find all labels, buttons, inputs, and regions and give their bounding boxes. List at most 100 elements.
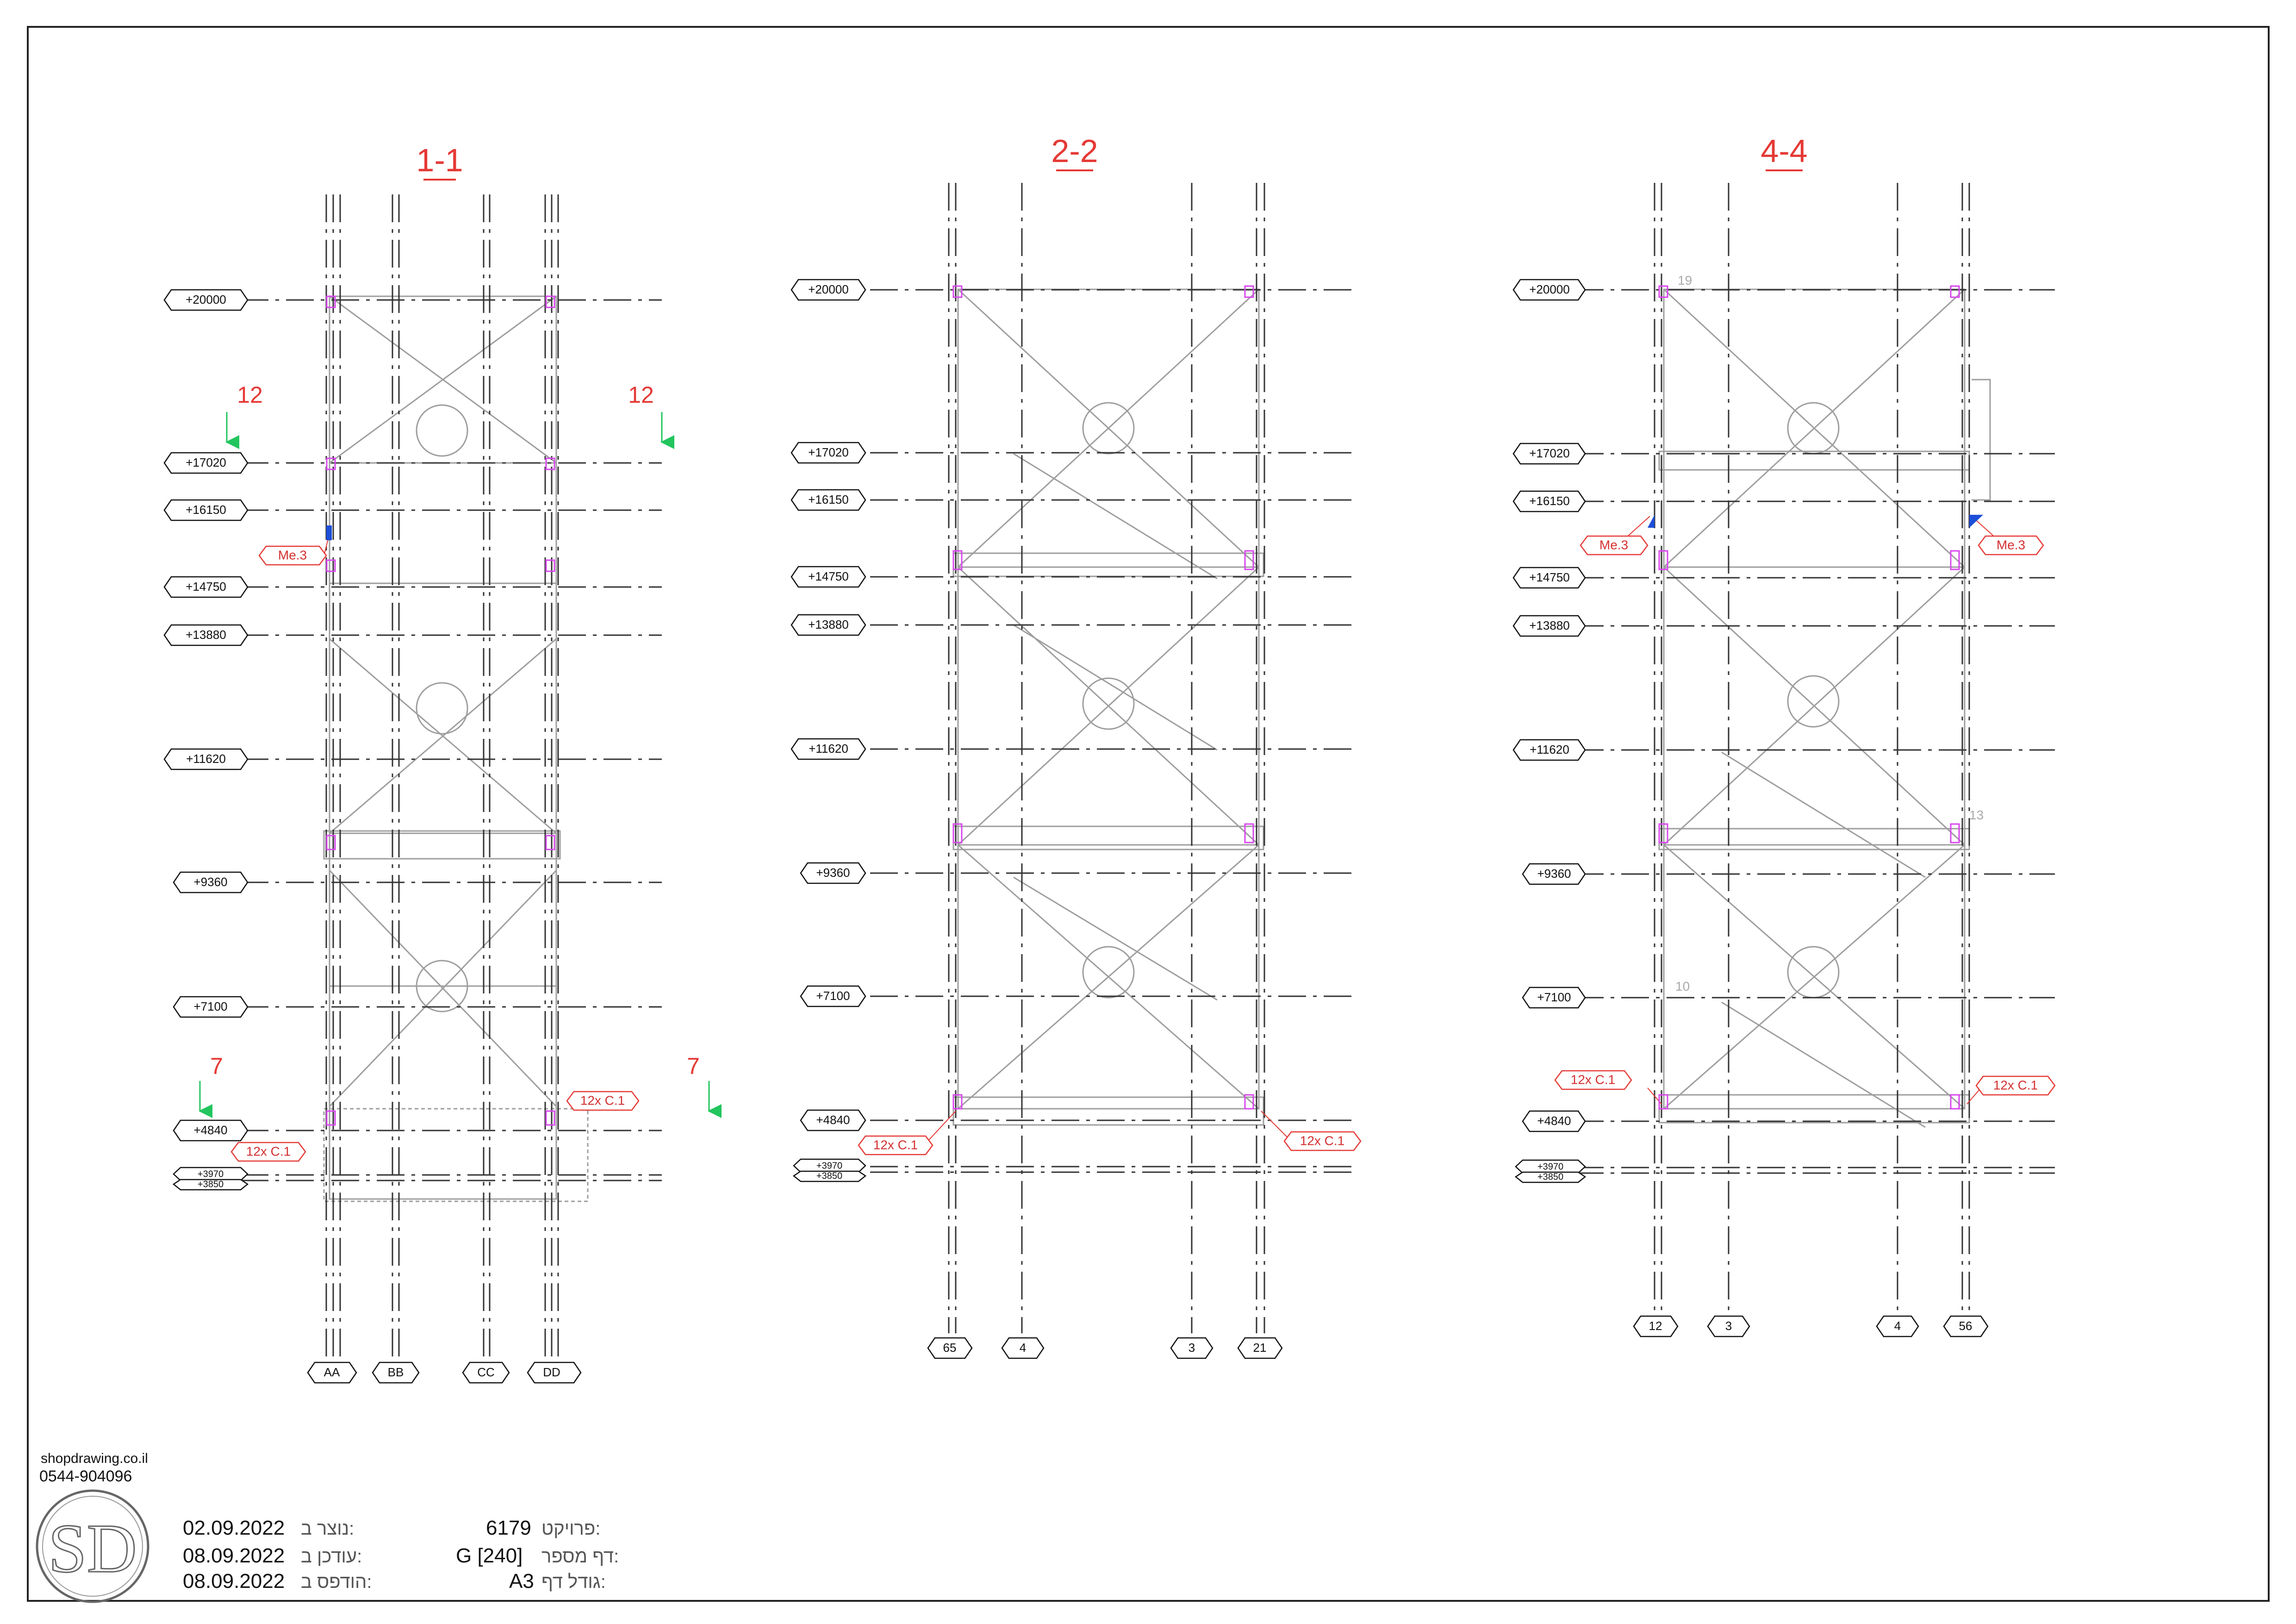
section-mark-12: 12 <box>628 382 674 449</box>
callout-c1-left: 12x C.1 <box>858 1111 956 1156</box>
section-mark-7: 7 <box>199 1053 223 1118</box>
section-1-1: 1-1 <box>163 142 722 1384</box>
grid-tag: AA <box>307 1362 357 1384</box>
section-title: 1-1 <box>416 142 463 178</box>
svg-text:+9360: +9360 <box>816 866 850 880</box>
callout-c1-right: 12x C.1 <box>1261 1111 1362 1151</box>
svg-text:12: 12 <box>237 382 263 408</box>
level-tag: +17020 <box>1512 443 1586 465</box>
svg-text:פרויקט:: פרויקט: <box>541 1518 600 1539</box>
svg-text:10: 10 <box>1675 979 1690 993</box>
svg-text:56: 56 <box>1959 1319 1972 1333</box>
grid-tag: 12 <box>1633 1315 1679 1337</box>
level-tag: +3970 <box>1515 1159 1586 1174</box>
svg-text:+7100: +7100 <box>1537 990 1571 1004</box>
svg-text:+7100: +7100 <box>816 989 850 1003</box>
level-tag: +16150 <box>790 489 866 511</box>
svg-text:+3850: +3850 <box>198 1179 224 1189</box>
level-tag: +11620 <box>1512 739 1586 761</box>
bolt-markers-4-4 <box>1658 285 1960 1110</box>
callout-c1-right: 12x C.1 <box>566 1091 640 1111</box>
grid-tags-2-2: 65 4 3 21 <box>927 1337 1283 1359</box>
svg-text:G [240]: G [240] <box>456 1544 523 1567</box>
section-mark-7: 7 <box>687 1053 722 1118</box>
section-title: 4-4 <box>1761 133 1807 169</box>
svg-text:+11620: +11620 <box>186 752 226 766</box>
level-lines-4-4 <box>1576 289 2055 1174</box>
grid-tag: DD <box>527 1362 582 1384</box>
svg-text:+20000: +20000 <box>808 282 848 296</box>
level-tag: +7100 <box>800 985 866 1007</box>
svg-text:+9360: +9360 <box>193 875 227 889</box>
svg-text:6179: 6179 <box>486 1517 531 1539</box>
level-tag: +13880 <box>790 614 866 636</box>
callout-me3: Me.3 <box>258 525 332 566</box>
svg-text:02.09.2022: 02.09.2022 <box>183 1517 285 1539</box>
svg-text:+11620: +11620 <box>809 742 848 756</box>
level-tags-4-4: +20000 +17020 +16150 +14750 +13880 +1162… <box>1512 279 1587 1183</box>
grid-tag: 3 <box>1170 1337 1213 1359</box>
svg-text:+3850: +3850 <box>1537 1172 1563 1182</box>
level-tag: +9360 <box>1522 863 1586 885</box>
svg-text:SD: SD <box>48 1510 137 1587</box>
grid-tag: CC <box>462 1362 510 1384</box>
svg-text:BB: BB <box>388 1365 404 1379</box>
svg-text:12x C.1: 12x C.1 <box>246 1144 291 1158</box>
level-tag: +9360 <box>800 862 866 884</box>
level-tag: +17020 <box>790 442 866 464</box>
svg-text:3: 3 <box>1725 1319 1732 1333</box>
svg-text:גודל דף:: גודל דף: <box>541 1572 606 1592</box>
svg-text:+16150: +16150 <box>186 503 226 517</box>
svg-text:+20000: +20000 <box>186 293 226 306</box>
section-title: 2-2 <box>1051 133 1098 169</box>
level-tag: +14750 <box>790 566 866 588</box>
grid-tag: 4 <box>1001 1337 1045 1359</box>
svg-text:08.09.2022: 08.09.2022 <box>183 1570 285 1593</box>
grid-tag: 65 <box>927 1337 973 1359</box>
svg-text:+3970: +3970 <box>198 1169 224 1179</box>
svg-text:3: 3 <box>1188 1341 1195 1355</box>
svg-text:4: 4 <box>1894 1319 1901 1333</box>
svg-text:+17020: +17020 <box>1529 446 1569 460</box>
svg-text:08.09.2022: 08.09.2022 <box>183 1544 285 1567</box>
grid-tags-4-4: 12 3 4 56 <box>1633 1315 1989 1337</box>
svg-text:12x C.1: 12x C.1 <box>1993 1078 2038 1092</box>
title-block: 02.09.2022 נוצר ב: 08.09.2022 עודכן ב: 0… <box>183 1517 619 1593</box>
svg-text:0544-904096: 0544-904096 <box>39 1468 132 1485</box>
level-tag: +3850 <box>792 1170 867 1182</box>
svg-text:+4840: +4840 <box>816 1113 850 1127</box>
level-tag: +13880 <box>163 624 249 646</box>
svg-text:7: 7 <box>687 1053 700 1079</box>
svg-text:+13880: +13880 <box>808 618 848 631</box>
svg-text:7: 7 <box>210 1053 223 1079</box>
svg-text:+4840: +4840 <box>1537 1114 1571 1128</box>
level-tag: +17020 <box>163 452 249 474</box>
svg-text:12x C.1: 12x C.1 <box>873 1137 918 1152</box>
level-tag: +4840 <box>800 1109 866 1131</box>
level-tag: +3970 <box>173 1167 249 1181</box>
grid-lines-2-2 <box>948 183 1265 1333</box>
level-lines-2-2 <box>870 289 1351 1173</box>
callout-c1-left: 12x C.1 <box>230 1142 306 1162</box>
level-tags-1-1: +20000 +17020 +16150 +14750 +13880 +1162… <box>163 289 249 1191</box>
svg-text:4: 4 <box>1020 1341 1026 1355</box>
grid-tag: 4 <box>1876 1315 1919 1337</box>
svg-text:19: 19 <box>1678 273 1692 287</box>
svg-text:65: 65 <box>943 1341 957 1355</box>
level-tag: +20000 <box>1512 279 1586 301</box>
grid-tag: 3 <box>1707 1315 1750 1337</box>
callout-me3-left: Me.3 <box>1580 515 1655 556</box>
svg-text:+17020: +17020 <box>808 445 848 459</box>
level-tag: +11620 <box>163 748 249 770</box>
grid-tags-1-1: AA BB CC DD <box>307 1362 582 1384</box>
callout-c1-left: 12x C.1 <box>1554 1070 1662 1105</box>
svg-text:+20000: +20000 <box>1529 282 1569 296</box>
level-tag: +14750 <box>163 576 249 598</box>
level-tag: +14750 <box>1512 567 1586 589</box>
svg-text:+13880: +13880 <box>186 628 226 642</box>
level-tag: +20000 <box>790 279 866 301</box>
callout-me3-right: Me.3 <box>1969 515 2044 556</box>
node-numbers: 19 13 10 <box>1675 273 1984 993</box>
svg-text:+14750: +14750 <box>186 580 226 593</box>
level-tag: +11620 <box>790 738 866 760</box>
